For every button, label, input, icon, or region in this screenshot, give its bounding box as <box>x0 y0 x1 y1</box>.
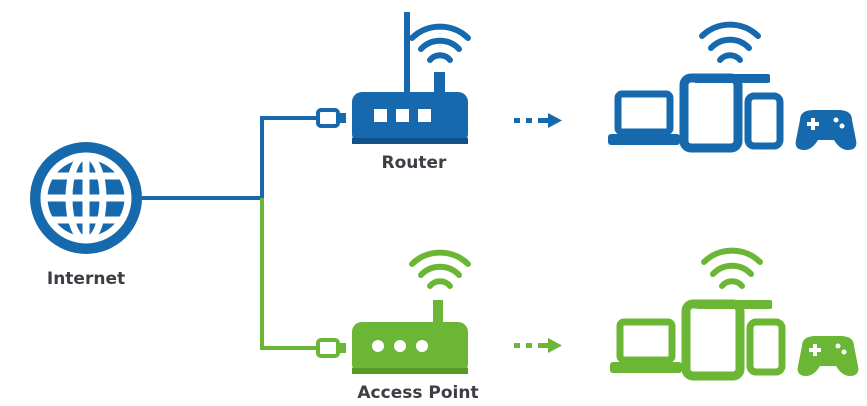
wifi-icon <box>409 23 471 63</box>
tablet-icon <box>681 299 745 381</box>
router-icon <box>352 12 468 144</box>
laptop-icon <box>610 318 682 373</box>
internet-label: Internet <box>47 269 125 289</box>
wifi-icon <box>699 21 761 63</box>
gamepad-icon <box>797 336 859 376</box>
laptop-icon <box>608 90 680 145</box>
tablet-icon <box>679 73 743 153</box>
dashed-arrow-icon <box>514 113 562 128</box>
phone-icon <box>744 92 784 150</box>
wifi-icon <box>701 247 763 289</box>
phone-icon <box>746 318 786 376</box>
internet-link-line <box>142 116 318 350</box>
router-label: Router <box>382 153 448 173</box>
access-point-icon <box>352 300 468 374</box>
dashed-arrow-icon <box>514 338 562 353</box>
access-point-label: Access Point <box>357 383 478 403</box>
wifi-icon <box>409 249 471 289</box>
gamepad-icon <box>795 110 857 150</box>
ethernet-plug-icon <box>316 338 346 358</box>
ethernet-plug-icon <box>316 108 346 128</box>
globe-icon <box>30 142 142 254</box>
